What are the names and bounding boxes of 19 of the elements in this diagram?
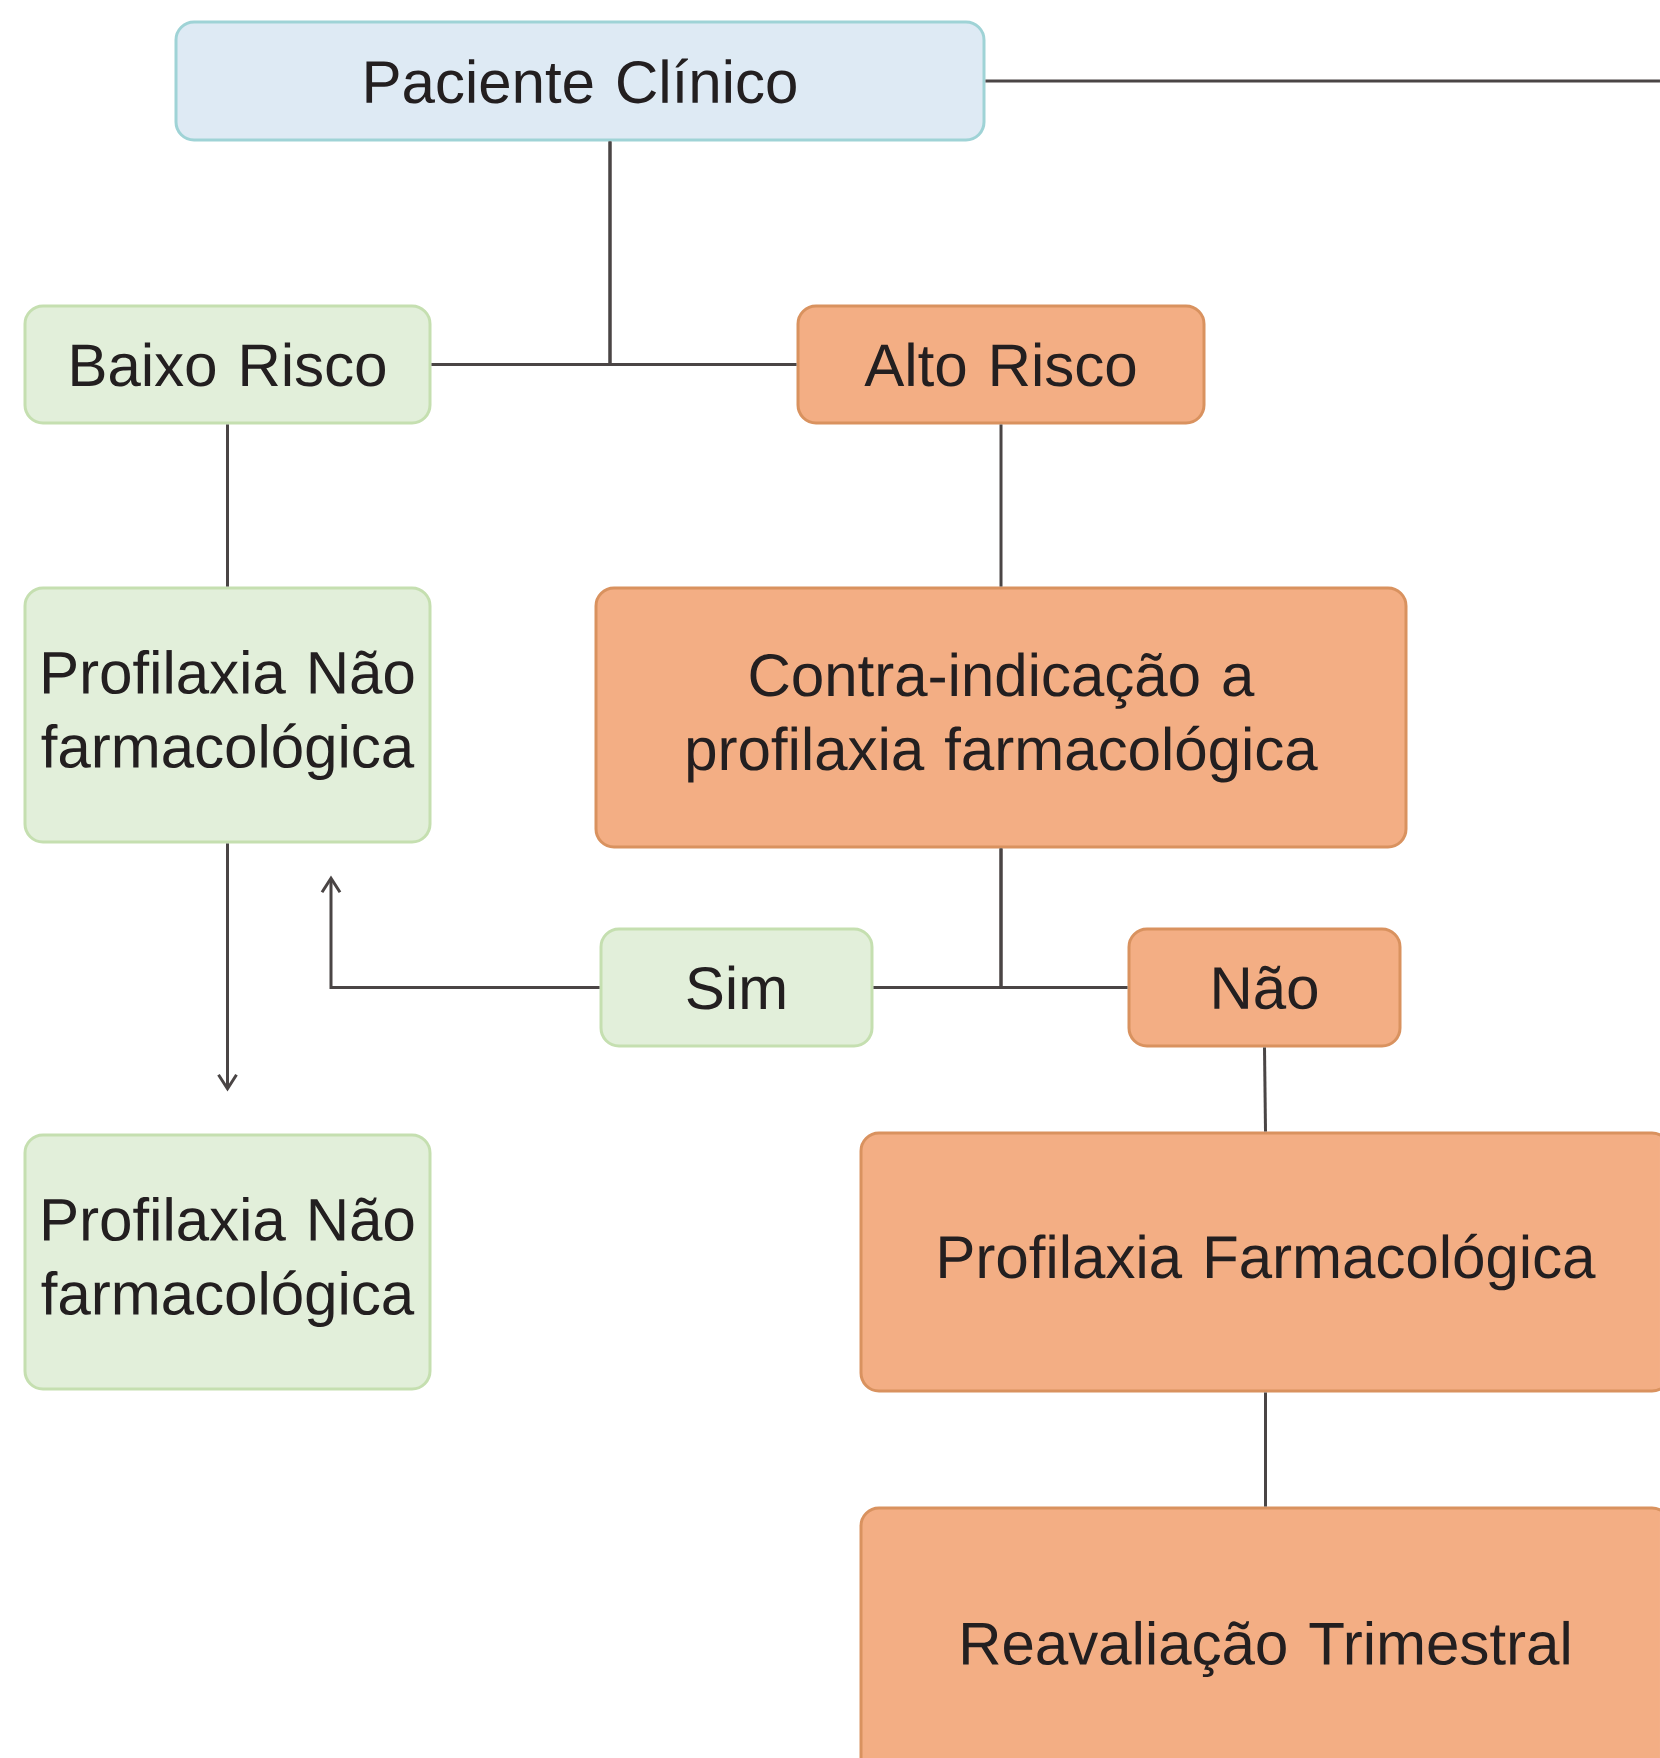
connector-line (608, 141, 797, 366)
arrow (217, 843, 238, 1092)
connector-line (985, 79, 1660, 83)
decision-box: Contra-indicação a profilaxia farmacológica (594, 586, 1408, 849)
process-box: Profilaxia Farmacológica (859, 1131, 1660, 1393)
answer-box: Não (1127, 927, 1402, 1048)
process-box: Profilaxia Não farmacológica (23, 1133, 432, 1391)
process-box: Profilaxia Não farmacológica (23, 586, 432, 844)
connector-line (999, 424, 1003, 587)
process-box: Alto Risco (796, 304, 1206, 425)
process-box: Reavaliação Trimestral (859, 1506, 1660, 1758)
answer-box: Sim (599, 927, 874, 1048)
arrow (320, 875, 600, 989)
connector-line (1263, 1047, 1267, 1132)
connector-line (999, 848, 1128, 989)
connector-line (1264, 1392, 1267, 1507)
start-box: Paciente Clínico (174, 20, 986, 142)
process-box: Baixo Risco (23, 304, 432, 425)
connector-line (226, 424, 229, 587)
